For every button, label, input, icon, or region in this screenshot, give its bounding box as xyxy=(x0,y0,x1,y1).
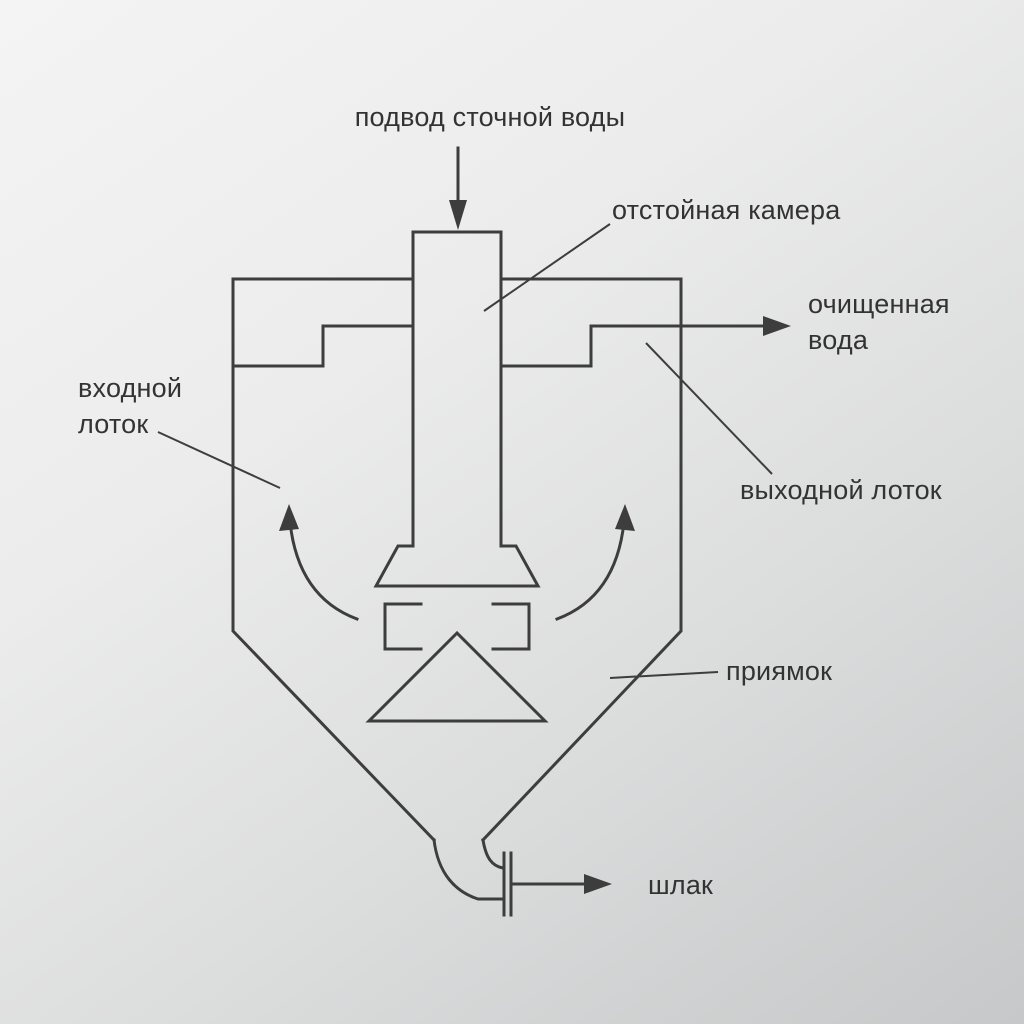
inlet-flow-arrow xyxy=(449,146,467,230)
label-outlet-tray: выходной лоток xyxy=(740,475,942,505)
inlet-arrowhead-icon xyxy=(449,200,467,230)
deflector-cone xyxy=(365,630,549,723)
leader-outlet-tray xyxy=(645,342,773,475)
label-purified-water: очищенная вода xyxy=(808,289,950,355)
slag-arrow xyxy=(509,874,612,894)
leader-inlet-tray xyxy=(157,431,281,489)
flow-arrowhead-left-icon xyxy=(279,504,299,531)
pipe-flare xyxy=(373,544,541,588)
tank-right-wall xyxy=(480,277,683,843)
tank-left-wall xyxy=(231,277,437,843)
slag-arrowhead-icon xyxy=(584,874,612,894)
flow-arrowhead-right-icon xyxy=(615,504,635,531)
leader-sump xyxy=(609,671,719,679)
discharge-elbow xyxy=(432,838,505,901)
outlet-tray-step xyxy=(499,324,683,368)
label-wastewater-inlet: подвод сточной воды xyxy=(354,102,626,132)
label-sump: приямок xyxy=(726,656,833,686)
label-inlet-tray: входной лоток xyxy=(78,373,183,439)
slot-bracket-right xyxy=(491,602,531,651)
inlet-tray-step xyxy=(231,324,415,368)
central-pipe xyxy=(411,230,503,548)
flow-arrow-left xyxy=(279,504,359,621)
flow-arrow-right xyxy=(555,504,635,621)
label-settling-chamber: отстойная камера xyxy=(612,195,841,225)
leader-settling-chamber xyxy=(483,223,611,312)
label-slag: шлак xyxy=(648,870,714,900)
purified-water-arrowhead-icon xyxy=(763,316,791,336)
slot-bracket-left xyxy=(383,602,423,651)
purified-water-arrow xyxy=(679,316,791,336)
